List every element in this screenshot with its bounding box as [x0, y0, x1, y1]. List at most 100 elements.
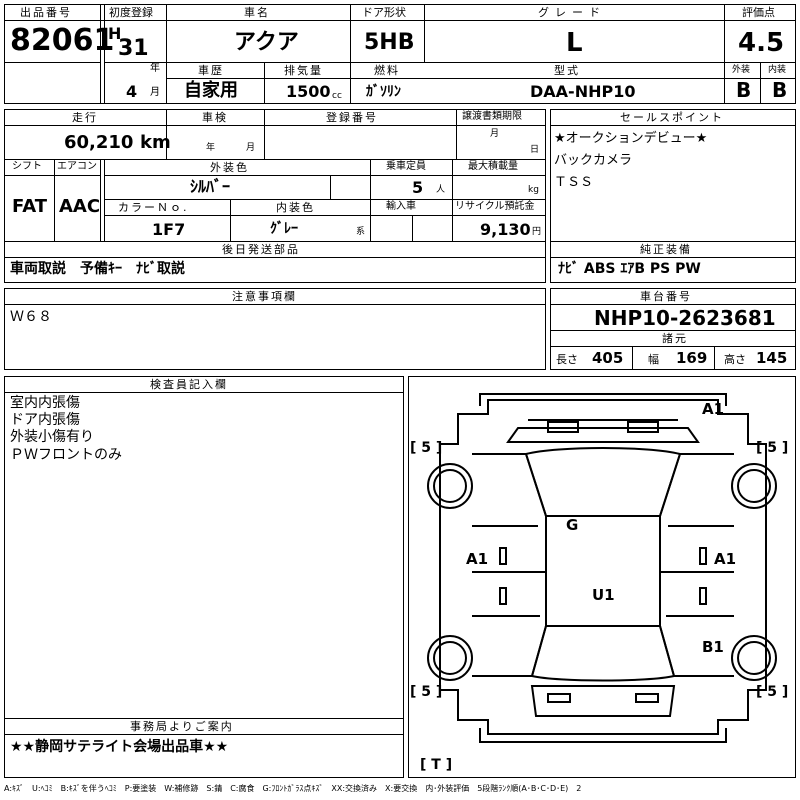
first-registration-label: 初度登録 [109, 6, 153, 19]
registration-year-unit: 年 [150, 63, 160, 74]
grade-label: グレード [538, 6, 606, 19]
inspector-note-line: 室内内張傷 [10, 395, 80, 411]
recycle-fee-label: リサイクル預託金 [455, 201, 535, 212]
selling-point-line: バックカメラ [554, 153, 633, 168]
interior-color-label: 内装色 [276, 201, 315, 214]
damage-mark-left-door: A1 [466, 550, 489, 568]
door-type-value: 5HB [364, 30, 415, 55]
registration-no-label: 登録番号 [326, 111, 378, 124]
fuel-label: 燃料 [374, 64, 400, 77]
tire-depth-rear-left: [ 5 ] [410, 684, 443, 700]
damage-mark-right-door: A1 [714, 550, 737, 568]
later-parts-value: 車両取説 予備ｷｰ ﾅﾋﾞ取説 [10, 261, 185, 277]
car-outline-diagram [427, 393, 777, 743]
interior-color-value: ｸﾞﾚｰ [270, 221, 298, 237]
shift-value: FAT [12, 196, 48, 217]
height-label: 高さ [724, 353, 746, 366]
interior-grade-label: 内装 [768, 65, 787, 75]
genuine-equipment-label: 純正装備 [640, 243, 692, 256]
exterior-color-label: 外装色 [210, 161, 249, 174]
displacement-label: 排気量 [284, 64, 323, 77]
interior-grade-value: B [772, 78, 788, 102]
later-parts-label: 後日発送部品 [222, 243, 300, 256]
inspector-note-line: 外装小傷有り [10, 429, 94, 445]
office-notice-label: 事務局よりご案内 [130, 720, 234, 733]
exterior-grade-label: 外装 [732, 65, 751, 75]
inspection-label: 車検 [202, 111, 228, 124]
notes-label: 注意事項欄 [232, 290, 297, 303]
selling-points-block [550, 109, 796, 283]
exterior-grade-value: B [736, 78, 752, 102]
chassis-label: 車台番号 [640, 290, 692, 303]
notes-value: Ｗ６８ [10, 309, 52, 325]
model-code-label: 型式 [554, 64, 580, 77]
transfer-deadline-label: 譲渡書類期限 [462, 111, 522, 122]
office-notice-value: ★★静岡サテライト会場出品車★★ [10, 739, 229, 755]
car-diagram-block [408, 376, 796, 778]
car-name-label: 車名 [244, 6, 270, 19]
shift-label: シフト [12, 161, 42, 172]
registration-year: 31 [118, 36, 149, 61]
recycle-fee-unit: 円 [532, 227, 542, 237]
length-label: 長さ [556, 353, 578, 366]
transfer-day-unit: 日 [530, 145, 540, 155]
selling-point-line: ★オークションデビュー★ [554, 131, 708, 146]
legend-text: A:ｷｽﾞ U:ﾍｺﾐ B:ｷｽﾞを伴うﾍｺﾐ P:要塗装 W:補修跡 S:錆 … [4, 784, 582, 793]
inspection-month-unit: 月 [246, 143, 256, 153]
mileage-label: 走行 [72, 111, 98, 124]
door-type-label: ドア形状 [362, 6, 406, 19]
aircon-value: AAC [59, 196, 101, 217]
spare-tire: [ T ] [420, 757, 453, 773]
selling-points-label: セールスポイント [620, 111, 724, 124]
mileage-value: 60,210 [64, 132, 134, 153]
tire-depth-rear-right: [ 5 ] [756, 684, 789, 700]
damage-mark-roof: U1 [592, 586, 615, 604]
damage-mark-front: A1 [702, 400, 725, 418]
length-value: 405 [592, 349, 624, 367]
inspector-notes-label: 検査員記入欄 [150, 378, 228, 391]
width-value: 169 [676, 349, 708, 367]
mileage-unit: km [140, 132, 171, 153]
capacity-unit: 人 [436, 185, 446, 195]
inspection-year-unit: 年 [206, 143, 216, 153]
genuine-equipment-value: ﾅﾋﾞ ABS ｴｱB PS PW [558, 261, 701, 277]
max-load-unit: kg [528, 185, 539, 195]
chassis-value: NHP10-2623681 [594, 306, 776, 330]
recycle-fee-value: 9,130 [480, 220, 531, 239]
registration-month-unit: 月 [150, 87, 160, 98]
aircon-label: エアコン [57, 161, 97, 172]
top-block [4, 4, 796, 104]
height-value: 145 [756, 349, 788, 367]
history-value: 自家用 [184, 80, 238, 101]
width-label: 幅 [648, 353, 659, 366]
score-value: 4.5 [738, 28, 785, 58]
chassis-block [550, 288, 796, 370]
selling-point-line: ＴＳＳ [554, 175, 594, 190]
max-load-label: 最大積載量 [468, 161, 518, 172]
grade-value: L [566, 28, 583, 58]
color-no-value: 1F7 [152, 220, 186, 239]
score-label: 評価点 [742, 6, 775, 19]
inspector-note-line: ＰＷフロントのみ [10, 447, 122, 463]
inspector-note-line: ドア内張傷 [10, 412, 80, 428]
interior-color-unit: 系 [356, 227, 366, 237]
capacity-label: 乗車定員 [386, 161, 426, 172]
displacement-value: 1500 [286, 82, 331, 101]
displacement-unit: cc [332, 91, 342, 101]
damage-mark-rear-right: B1 [702, 638, 724, 656]
capacity-value: 5 [412, 178, 424, 197]
fuel-value: ｶﾞｿﾘﾝ [366, 84, 401, 100]
import-label: 輸入車 [386, 201, 416, 212]
lot-number-value: 82061 [10, 23, 115, 58]
transfer-month-unit: 月 [490, 129, 500, 139]
car-name-value: アクア [234, 30, 299, 55]
middle-block [4, 109, 546, 283]
tire-depth-front-right: [ 5 ] [756, 440, 789, 456]
registration-era: H [108, 24, 122, 43]
exterior-color-value: ｼﾙﾊﾞｰ [190, 177, 231, 196]
damage-mark-windshield: G [566, 516, 579, 534]
color-no-label: カラーＮｏ. [118, 201, 189, 214]
registration-month: 4 [126, 82, 138, 101]
specs-label: 諸元 [662, 332, 688, 345]
history-label: 車歴 [198, 64, 224, 77]
